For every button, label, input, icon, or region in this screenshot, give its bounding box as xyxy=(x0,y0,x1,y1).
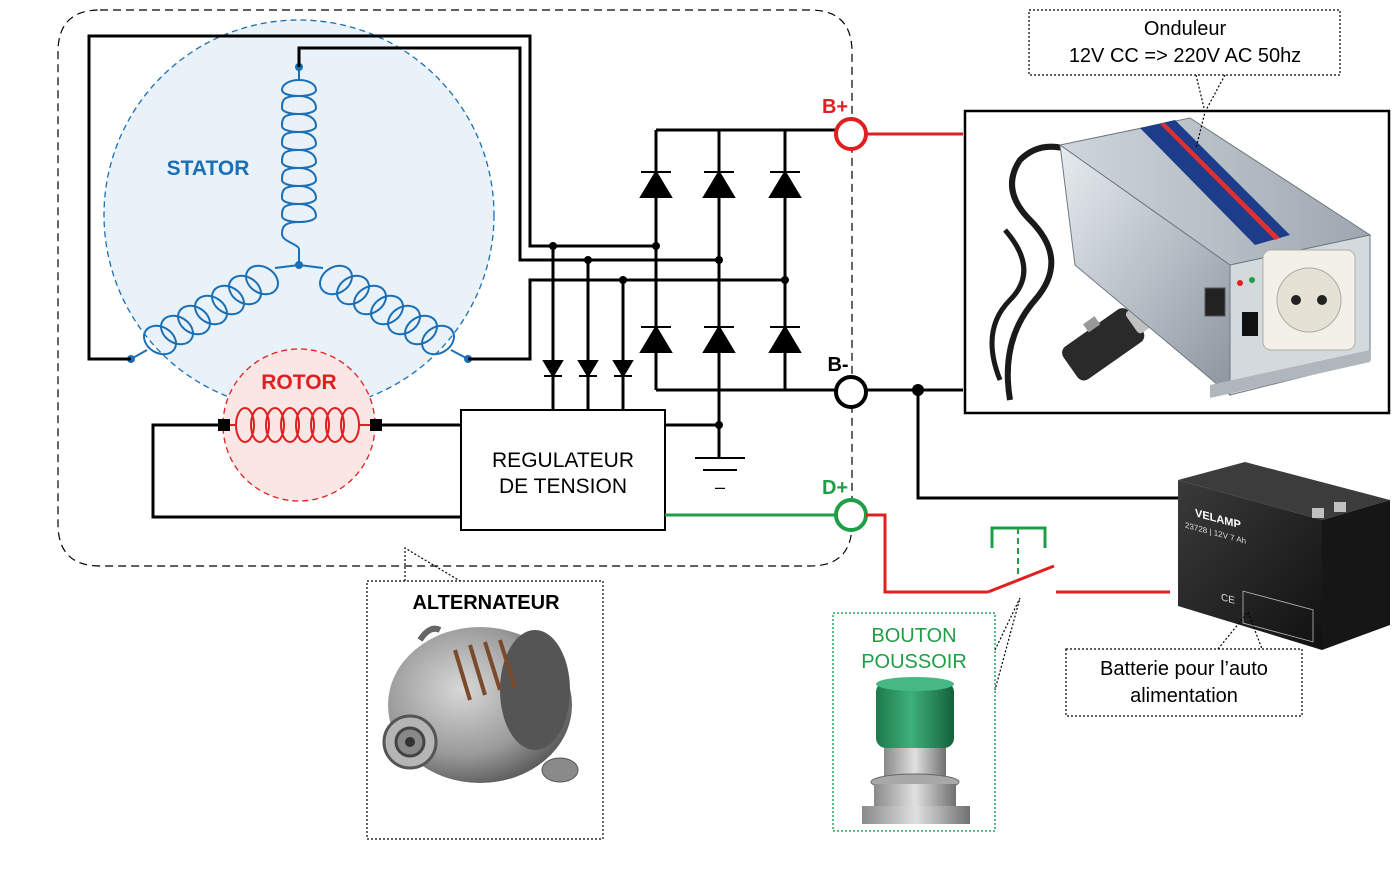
battery-callout xyxy=(1065,648,1303,717)
terminal-bminus-label: B- xyxy=(827,354,848,376)
button-label-line2: POUSSOIR xyxy=(861,651,967,673)
switch-blade xyxy=(987,564,1055,594)
terminal-bplus xyxy=(834,117,868,151)
inverter-callout-pointer xyxy=(1195,74,1226,149)
ground-sign: – xyxy=(715,477,725,497)
inverter-label-line1: Onduleur xyxy=(1144,18,1227,40)
stator-winding-right xyxy=(298,264,469,360)
excitation-diodes xyxy=(542,360,634,378)
regulator-label-line1: REGULATEUR xyxy=(492,449,634,472)
inverter-callout xyxy=(1028,9,1341,76)
rotor-coil xyxy=(224,407,376,443)
terminal-dplus xyxy=(834,498,868,532)
button-label-line1: BOUTON xyxy=(871,625,956,647)
wire-dplus-button xyxy=(866,513,988,594)
stator-label: STATOR xyxy=(167,157,250,180)
stator-winding-left xyxy=(130,264,300,360)
battery-ce: CE xyxy=(1221,592,1235,607)
battery-photo: VELAMP 23728 | 12V 7 Ah CE xyxy=(1178,462,1390,650)
alternator-callout-pointer xyxy=(404,546,461,582)
inverter-photo xyxy=(989,117,1372,401)
stator-circle xyxy=(103,19,495,411)
stator-winding-top xyxy=(280,67,318,265)
battery-label-line1: Batterie pour l’auto xyxy=(1100,658,1268,680)
regulator-label-line2: DE TENSION xyxy=(499,475,627,498)
alternator-photo xyxy=(382,625,579,783)
terminal-dplus-label: D+ xyxy=(822,477,848,499)
inverter-label-line2: 12V CC => 220V AC 50hz xyxy=(1069,45,1301,67)
battery-label-line2: alimentation xyxy=(1130,685,1238,707)
stator-node-center xyxy=(295,261,303,269)
regulator-box xyxy=(460,409,666,531)
alternator-boundary xyxy=(57,9,853,567)
rectifier-diodes xyxy=(639,170,802,353)
rotor-label: ROTOR xyxy=(261,371,336,394)
alternator-label: ALTERNATEUR xyxy=(412,592,560,614)
button-photo xyxy=(862,677,970,824)
terminal-bplus-label: B+ xyxy=(822,96,848,118)
button-callout-pointer xyxy=(994,597,1021,691)
terminal-bminus xyxy=(834,375,868,409)
ground-symbol xyxy=(695,457,745,471)
